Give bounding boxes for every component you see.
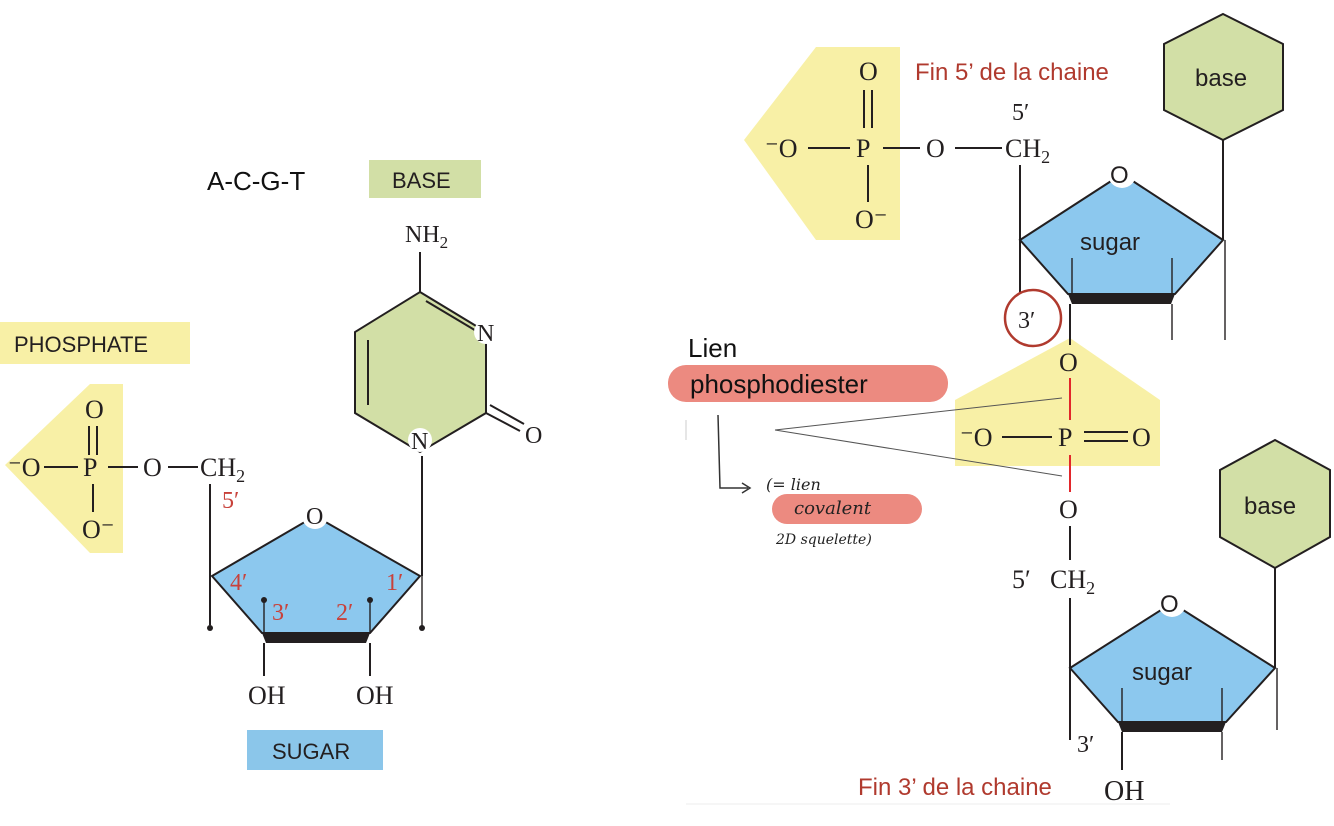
bottom-ring-oxygen: O: [1160, 591, 1179, 618]
base-n1: N: [411, 429, 428, 455]
carbon-1-label: 1′: [386, 570, 403, 596]
link-o-right: O: [1132, 423, 1151, 452]
phosphate-label: PHOSPHATE: [14, 332, 148, 357]
hydroxyl-2: OH: [356, 681, 394, 710]
base-label-box: [369, 160, 481, 198]
sugar-label: SUGAR: [272, 739, 350, 764]
phosphate-p: P: [83, 453, 97, 482]
top-sugar-bottom-edge: [1068, 294, 1175, 304]
link-o-top: O: [1059, 348, 1078, 377]
ring-oxygen: O: [306, 504, 323, 530]
link-p: P: [1058, 423, 1072, 452]
phosphate-label-box: [0, 322, 190, 364]
ch2-group: CH2: [200, 453, 245, 486]
top-phosphate-highlight: [744, 47, 900, 240]
link-o-left: ⁻O: [960, 423, 993, 452]
phosphodiester-label: phosphodiester: [690, 369, 868, 399]
top-ch2: CH2: [1005, 134, 1050, 167]
phosphate-o-bottom: O⁻: [82, 515, 115, 544]
phosphate-o-bridge: O: [143, 453, 162, 482]
bottom-c5-label: 5′: [1012, 565, 1031, 594]
bottom-base-label: base: [1244, 493, 1296, 520]
fin5-label: Fin 5’ de la chaine: [915, 59, 1109, 86]
phosphodiester-highlight: [668, 365, 948, 402]
base-carbonyl-o: O: [525, 423, 542, 449]
top-phosphate-p: P: [856, 134, 870, 163]
top-phosphate-o-top: O: [859, 57, 878, 86]
carbon-5-label: 5′: [222, 488, 239, 514]
phosphate-o-top: O: [85, 395, 104, 424]
bottom-sugar-bottom-edge: [1118, 722, 1226, 732]
carbon-4-label: 4′: [230, 570, 247, 596]
sugar-ring-bottom-edge: [262, 633, 370, 643]
base-n3: N: [477, 321, 494, 347]
top-ring-oxygen: O: [1110, 162, 1129, 189]
handwritten-line2: covalent: [794, 498, 872, 519]
dna-strand-diagram: Fin 5’ de la chaine O ⁻O P O CH2 5′ O⁻ b…: [668, 12, 1331, 807]
sequence-text: A-C-G-T: [207, 166, 305, 196]
top-phosphate-o-bottom: O⁻: [855, 205, 888, 234]
bottom-ch2: CH2: [1050, 565, 1095, 598]
c3-circle: [1003, 288, 1063, 348]
covalent-highlight: [772, 494, 922, 524]
handwritten-line1: (= lien: [766, 475, 821, 494]
c3-circled-label: 3′: [1018, 308, 1035, 334]
hydroxyl-3: OH: [248, 681, 286, 710]
handwritten-arrow: [717, 414, 748, 489]
carbon-3-label: 3′: [272, 600, 289, 626]
base-ring: [354, 290, 487, 454]
link-phosphate-highlight: [955, 338, 1160, 466]
top-phosphate-o-bridge: O: [926, 134, 945, 163]
nucleotide-diagram: PHOSPHATE A-C-G-T BASE O ⁻O P O CH2 O⁻ 5…: [0, 160, 542, 770]
phosphate-o-left: ⁻O: [8, 453, 41, 482]
base-label: BASE: [392, 168, 451, 193]
bottom-sugar-label: sugar: [1132, 659, 1192, 686]
fin3-oh: OH: [1104, 776, 1144, 807]
bottom-c3-label: 3′: [1077, 732, 1094, 758]
fin3-label: Fin 3’ de la chaine: [858, 774, 1052, 801]
top-c5-label: 5′: [1012, 100, 1029, 126]
carbon-2-label: 2′: [336, 600, 353, 626]
sugar-label-box: [247, 730, 383, 770]
base-nh2: NH2: [405, 222, 448, 252]
lien-label: Lien: [688, 333, 737, 363]
handwritten-line3: 2D squelette): [775, 532, 872, 548]
top-sugar-label: sugar: [1080, 229, 1140, 256]
top-phosphate-o-left: ⁻O: [765, 134, 798, 163]
link-o-bottom: O: [1059, 495, 1078, 524]
top-base-label: base: [1195, 65, 1247, 92]
